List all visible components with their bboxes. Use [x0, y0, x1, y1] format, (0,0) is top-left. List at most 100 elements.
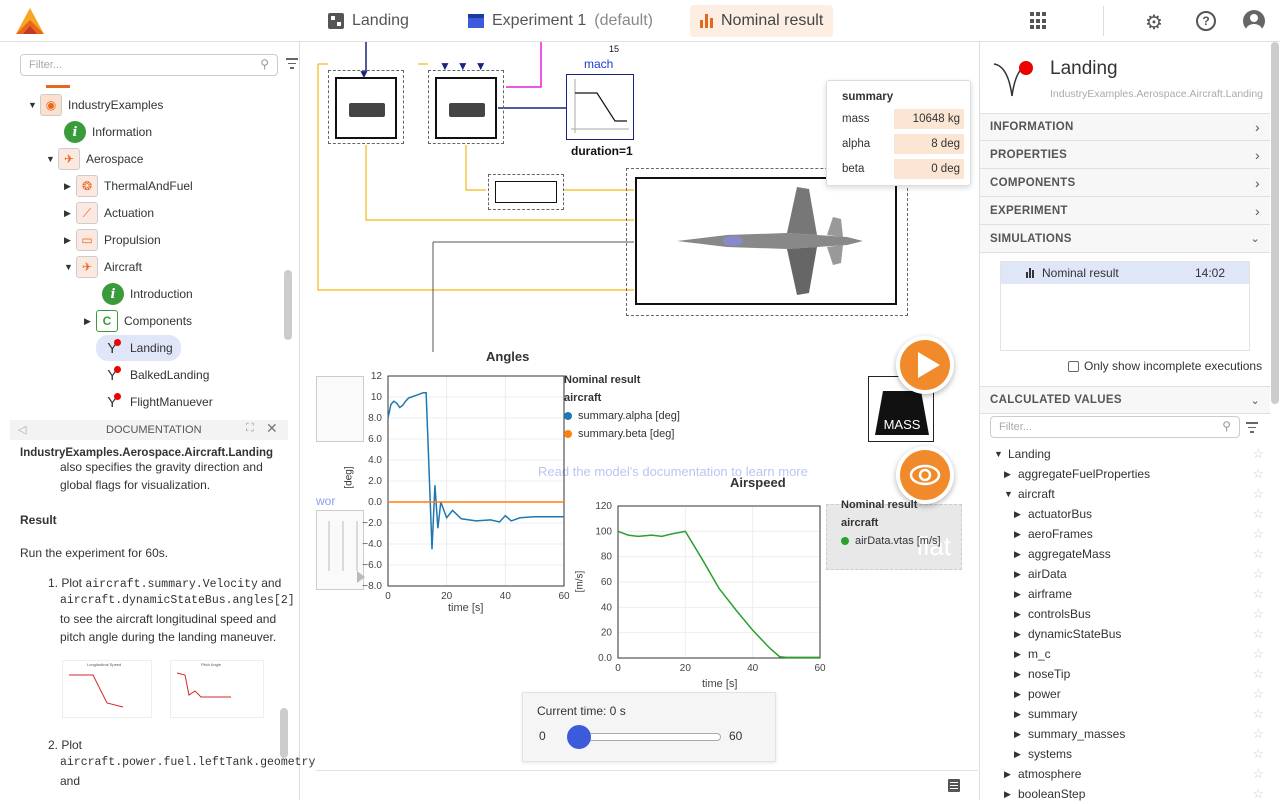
legend-item[interactable]: summary.alpha [deg]: [564, 410, 680, 422]
chip-component-1[interactable]: ▼: [328, 67, 404, 144]
connector-block[interactable]: [488, 174, 564, 210]
tab-landing[interactable]: Landing: [318, 5, 419, 37]
star-icon[interactable]: ☆: [1252, 506, 1264, 521]
star-icon[interactable]: ☆: [1252, 526, 1264, 541]
calc-tree-item[interactable]: ▼aircraft☆: [994, 484, 1264, 504]
chevron-right-icon[interactable]: ▶: [64, 207, 71, 218]
chip-component-2[interactable]: ▼▼▼: [428, 59, 504, 144]
calc-tree-item[interactable]: ▶dynamicStateBus☆: [994, 624, 1264, 644]
star-icon[interactable]: ☆: [1252, 786, 1264, 801]
chevron-right-icon[interactable]: ▶: [1014, 528, 1021, 539]
tree-item-thermalandfuel[interactable]: ▶ ❂ ThermalAndFuel: [64, 173, 193, 199]
checkbox[interactable]: [1068, 360, 1079, 372]
chevron-right-icon[interactable]: ▶: [1014, 748, 1021, 759]
calc-tree-item[interactable]: ▶power☆: [994, 684, 1264, 704]
calc-tree-item[interactable]: ▶booleanStep☆: [994, 784, 1264, 804]
star-icon[interactable]: ☆: [1252, 466, 1264, 481]
section-simulations[interactable]: SIMULATIONS⌄: [980, 225, 1270, 253]
calc-tree-item[interactable]: ▶airframe☆: [994, 584, 1264, 604]
chevron-down-icon[interactable]: ▼: [46, 154, 55, 164]
tree-item-aircraft[interactable]: ▼ ✈ Aircraft: [64, 254, 142, 280]
tree-item-industryexamples[interactable]: ▼ ◉ IndustryExamples: [28, 92, 163, 118]
tab-experiment[interactable]: Experiment 1 (default): [458, 5, 663, 37]
calc-tree-item[interactable]: ▶airData☆: [994, 564, 1264, 584]
tree-item-propulsion[interactable]: ▶ ▭ Propulsion: [64, 227, 161, 253]
section-calculated-values[interactable]: CALCULATED VALUES⌄: [980, 386, 1270, 414]
calc-tree-item[interactable]: ▶aeroFrames☆: [994, 524, 1264, 544]
section-experiment[interactable]: EXPERIMENT›: [980, 197, 1270, 225]
star-icon[interactable]: ☆: [1252, 586, 1264, 601]
calc-tree-item[interactable]: ▶summary☆: [994, 704, 1264, 724]
star-icon[interactable]: ☆: [1252, 646, 1264, 661]
star-icon[interactable]: ☆: [1252, 666, 1264, 681]
legend-item[interactable]: summary.beta [deg]: [564, 428, 674, 440]
chevron-right-icon[interactable]: ▶: [84, 315, 91, 326]
tab-nominal-result[interactable]: Nominal result: [690, 5, 834, 37]
star-icon[interactable]: ☆: [1252, 706, 1264, 721]
tree-item-components[interactable]: ▶ C Components: [84, 308, 192, 334]
chevron-right-icon[interactable]: ▶: [1014, 628, 1021, 639]
chevron-right-icon[interactable]: ▶: [64, 180, 71, 191]
tree-item-flightmanuever[interactable]: Ƴ FlightManuever: [102, 389, 213, 415]
properties-scrollbar[interactable]: [1271, 42, 1279, 404]
chevron-down-icon[interactable]: ▼: [64, 262, 73, 272]
chevron-down-icon[interactable]: ▼: [1004, 489, 1013, 499]
calculated-values-filter-input[interactable]: Filter... ⚲: [990, 416, 1240, 438]
gear-icon[interactable]: ⚙: [1145, 12, 1163, 34]
help-icon[interactable]: ?: [1196, 11, 1216, 31]
star-icon[interactable]: ☆: [1252, 606, 1264, 621]
calc-tree-item[interactable]: ▶summary_masses☆: [994, 724, 1264, 744]
chevron-right-icon[interactable]: ▶: [1014, 648, 1021, 659]
tree-item-aerospace[interactable]: ▼ ✈ Aerospace: [46, 146, 143, 172]
play-button[interactable]: [896, 336, 954, 394]
filter-options-icon[interactable]: [1246, 422, 1258, 433]
calc-tree-item[interactable]: ▶m_c☆: [994, 644, 1264, 664]
chevron-right-icon[interactable]: ▶: [1014, 568, 1021, 579]
time-slider-thumb[interactable]: [567, 725, 591, 749]
calc-tree-item[interactable]: ▶aggregateFuelProperties☆: [994, 464, 1264, 484]
section-information[interactable]: INFORMATION›: [980, 113, 1270, 141]
chevron-right-icon[interactable]: ▶: [1014, 728, 1021, 739]
tree-item-landing[interactable]: Ƴ Landing: [96, 335, 181, 361]
tree-item-information[interactable]: i Information: [64, 119, 152, 145]
chevron-right-icon[interactable]: ▶: [1014, 668, 1021, 679]
calc-tree-item[interactable]: ▶systems☆: [994, 744, 1264, 764]
expand-icon[interactable]: ⛶: [246, 422, 254, 434]
chevron-right-icon[interactable]: ▶: [1014, 588, 1021, 599]
tree-item-balkedlanding[interactable]: Ƴ BalkedLanding: [102, 362, 209, 388]
user-avatar-icon[interactable]: [1243, 10, 1265, 36]
section-components[interactable]: COMPONENTS›: [980, 169, 1270, 197]
star-icon[interactable]: ☆: [1252, 726, 1264, 741]
view-button[interactable]: [896, 446, 954, 504]
chevron-right-icon[interactable]: ▶: [1014, 688, 1021, 699]
chevron-right-icon[interactable]: ▶: [1014, 708, 1021, 719]
star-icon[interactable]: ☆: [1252, 446, 1264, 461]
calc-tree-item[interactable]: ▶actuatorBus☆: [994, 504, 1264, 524]
simulation-item[interactable]: Nominal result 14:02: [1001, 262, 1249, 284]
calc-tree-item[interactable]: ▼Landing☆: [994, 444, 1264, 464]
chevron-right-icon[interactable]: ▶: [1004, 768, 1011, 779]
chevron-down-icon[interactable]: ▼: [28, 100, 37, 110]
calc-tree-item[interactable]: ▶atmosphere☆: [994, 764, 1264, 784]
library-filter-input[interactable]: Filter... ⚲: [20, 54, 278, 76]
star-icon[interactable]: ☆: [1252, 626, 1264, 641]
star-icon[interactable]: ☆: [1252, 746, 1264, 761]
mass-block[interactable]: MASS: [868, 376, 934, 442]
chevron-right-icon[interactable]: ▶: [1004, 468, 1011, 479]
chevron-right-icon[interactable]: ▶: [1014, 608, 1021, 619]
incomplete-executions-checkbox[interactable]: Only show incomplete executions: [1068, 359, 1262, 373]
close-icon[interactable]: ✕: [266, 420, 278, 436]
collapse-left-icon[interactable]: ◁: [18, 424, 27, 436]
tree-item-actuation[interactable]: ▶ ⟋ Actuation: [64, 200, 154, 226]
doc-scrollbar[interactable]: [280, 708, 288, 758]
aircraft-block[interactable]: [626, 168, 908, 316]
diagram-canvas[interactable]: ▼ ▼▼▼ 15 mach duration=1 summary: [316, 42, 978, 800]
star-icon[interactable]: ☆: [1252, 546, 1264, 561]
chevron-right-icon[interactable]: ▶: [1014, 508, 1021, 519]
star-icon[interactable]: ☆: [1252, 566, 1264, 581]
chevron-down-icon[interactable]: ▼: [994, 449, 1003, 459]
notes-icon[interactable]: [948, 779, 960, 792]
time-slider-track[interactable]: [571, 733, 721, 741]
section-properties[interactable]: PROPERTIES›: [980, 141, 1270, 169]
star-icon[interactable]: ☆: [1252, 766, 1264, 781]
